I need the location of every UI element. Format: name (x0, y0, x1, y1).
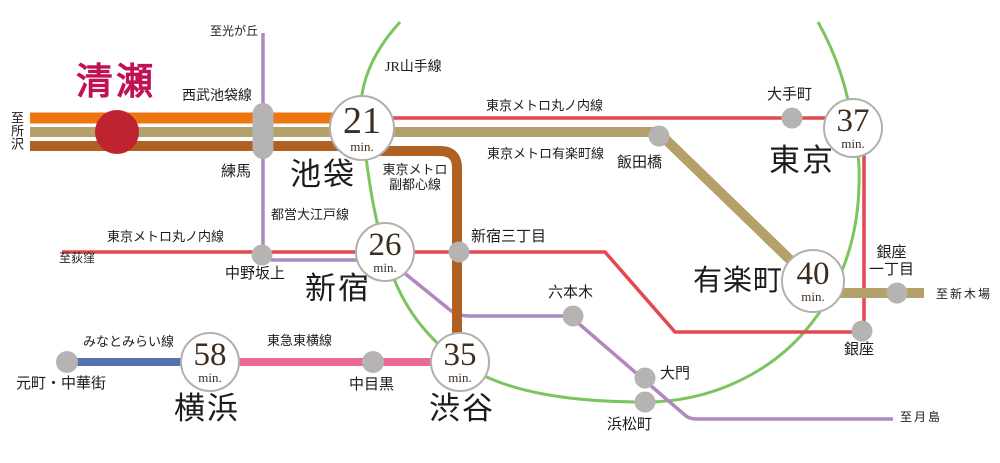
time-unit: min. (448, 370, 472, 386)
time-value: 58 (193, 336, 227, 373)
roppongi-marker (562, 305, 584, 327)
daimon-label: 大門 (660, 366, 691, 382)
time-badge-yurakucho: 40 min. (781, 249, 845, 313)
iidabashi-label: 飯田橋 (617, 155, 663, 171)
marunouchi-top-label: 東京メトロ丸ノ内線 (486, 98, 604, 113)
time-badge-shibuya: 35 min. (430, 332, 490, 392)
iidabashi-marker (648, 125, 670, 147)
fukutoshin-line-label-1: 東京メトロ (382, 162, 448, 177)
tokyo-station-name: 東京 (769, 143, 835, 178)
time-badge-tokyo: 37 min. (823, 98, 883, 158)
kiyose-station-marker (95, 110, 139, 154)
daimon-marker (634, 367, 656, 389)
shinjuku-sanchome-marker (448, 241, 470, 263)
nakameguro-label: 中目黒 (349, 377, 395, 393)
ginza-itchome-label: 銀座 一丁目 (869, 245, 914, 280)
ginza-itchome-label-1: 銀座 (876, 245, 907, 261)
yurakucho-station-name: 有楽町 (693, 265, 784, 297)
ginza-itchome-marker (886, 282, 908, 304)
hamamatsucho-marker (634, 391, 656, 413)
time-unit: min. (350, 138, 374, 154)
to-tsukishima-label: 至月島 (900, 410, 943, 424)
marunouchi-line-lower (62, 250, 864, 334)
to-tokorozawa-label: 至所沢 (8, 111, 24, 150)
motomachi-chukagai-label: 元町・中華街 (16, 376, 107, 392)
ikebukuro-station-name: 池袋 (290, 157, 356, 192)
hamamatsucho-label: 浜松町 (607, 417, 653, 433)
minatomirai-line-label: みなとみらい線 (83, 334, 175, 349)
seibu-line-label: 西武池袋線 (182, 89, 252, 104)
time-unit: min. (373, 260, 397, 276)
to-shinkiba-label: 至新木場 (936, 287, 993, 301)
roppongi-label: 六本木 (548, 285, 594, 301)
time-unit: min. (801, 289, 825, 305)
motomachi-chukagai-marker (56, 351, 78, 373)
nakano-sakaue-label: 中野坂上 (225, 266, 286, 282)
ginza-label: 銀座 (844, 342, 875, 358)
jr-yamanote-label: JR山手線 (385, 60, 442, 75)
time-unit: min. (841, 136, 865, 152)
time-unit: min. (198, 370, 222, 386)
shinjuku-station-name: 新宿 (305, 271, 371, 306)
to-hikarigaoka-label: 至光が丘 (210, 24, 259, 38)
time-value: 21 (343, 100, 381, 143)
nerima-station-marker (252, 103, 274, 159)
nakano-sakaue-marker (251, 244, 273, 266)
shibuya-station-name: 渋谷 (429, 391, 495, 426)
time-value: 37 (836, 102, 870, 139)
kiyose-station-name: 清瀬 (76, 62, 156, 103)
marunouchi-left-label: 東京メトロ丸ノ内線 (107, 229, 225, 244)
toyoko-line-label: 東急東横線 (267, 333, 333, 348)
fukutoshin-line-label-2: 副都心線 (388, 176, 441, 192)
time-value: 35 (443, 336, 477, 373)
fukutoshin-line (358, 146, 462, 352)
otemachi-marker (781, 107, 803, 129)
nakameguro-marker (362, 351, 384, 373)
time-value: 26 (368, 226, 402, 263)
fukutoshin-line-label: 東京メトロ 副都心線 (376, 162, 454, 193)
shinjuku-sanchome-label: 新宿三丁目 (471, 229, 547, 245)
oedo-line-label: 都営大江戸線 (271, 207, 350, 222)
time-value: 40 (796, 255, 830, 292)
nerima-label: 練馬 (221, 164, 252, 180)
otemachi-label: 大手町 (767, 87, 813, 103)
time-badge-yokohama: 58 min. (180, 332, 240, 392)
ginza-marker (851, 320, 873, 342)
to-ogikubo-label: 至荻窪 (59, 251, 96, 265)
yokohama-station-name: 横浜 (174, 391, 240, 426)
ginza-itchome-label-2: 一丁目 (869, 262, 915, 279)
yurakucho-line-label: 東京メトロ有楽町線 (487, 146, 605, 161)
time-badge-shinjuku: 26 min. (355, 222, 415, 282)
time-badge-ikebukuro: 21 min. (329, 95, 395, 161)
